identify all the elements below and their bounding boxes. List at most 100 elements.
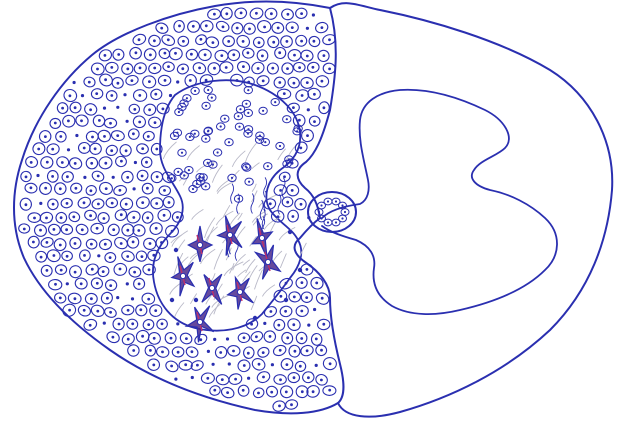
cell-nucleus [247,112,249,114]
stray-dot [39,202,42,205]
glial-nucleus [170,298,174,302]
cell-nucleus [177,171,179,173]
cell-nucleus [205,185,207,187]
stray-dot [307,108,310,111]
stray-dot [174,378,177,381]
cell-nucleus [238,126,240,128]
cell-nucleus [259,139,261,141]
glial-nucleus [174,248,178,252]
stray-dot [228,362,231,365]
stray-dot [307,324,310,327]
ependymal-nucleus [341,217,343,219]
stray-dot [315,364,318,367]
cell-nucleus [194,133,196,135]
cell-nucleus [274,101,276,103]
cell-nucleus [171,177,173,179]
cell-nucleus [245,103,247,105]
cell-nucleus [238,198,240,200]
stray-dot [81,94,84,97]
stray-dot [123,93,126,96]
cell-nucleus [188,169,190,171]
stray-dot [66,282,69,285]
cell-nucleus [194,90,196,92]
ependymal-nucleus [327,221,329,223]
cell-nucleus [248,181,250,183]
cell-nucleus [297,128,299,130]
stray-dot [133,187,136,190]
cell-nucleus [205,105,207,107]
cell-nucleus [205,138,207,140]
cell-nucleus [181,106,183,108]
cell-nucleus [183,174,185,176]
ependymal-nucleus [335,221,337,223]
cell-nucleus [264,141,266,143]
ependymal-nucleus [327,200,329,202]
cell-nucleus [199,176,201,178]
cell-nucleus [217,151,219,153]
cell-nucleus [178,111,180,113]
cell-nucleus [220,125,222,127]
cell-nucleus [207,130,209,132]
cell-nucleus [247,128,249,130]
cell-nucleus [237,115,239,117]
stray-dot [213,338,216,341]
cell-nucleus [174,135,176,137]
stray-dot [226,337,229,340]
stray-dot [134,161,137,164]
stray-dot [212,363,215,366]
ependymal-nucleus [344,211,346,213]
stray-dot [116,296,119,299]
cell-nucleus [262,110,264,112]
cell-nucleus [207,89,209,91]
cell-nucleus [288,158,290,160]
stray-dot [116,106,119,109]
ependymal-nucleus [335,200,337,202]
stray-dot [126,282,129,285]
cell-nucleus [228,141,230,143]
stray-dot [312,13,315,16]
stray-dot [126,120,129,123]
stray-dot [271,363,274,366]
stray-dot [75,134,78,137]
cell-nucleus [192,188,194,190]
stray-dot [103,107,106,110]
stray-dot [263,322,266,325]
cell-nucleus [246,167,248,169]
stray-dot [207,350,210,353]
stray-dot [36,174,39,177]
ependymal-nucleus [341,204,343,206]
cell-nucleus [186,97,188,99]
cell-nucleus [207,162,209,164]
stray-dot [83,176,86,179]
stray-dot [131,297,134,300]
cell-nucleus [189,136,191,138]
cell-nucleus [247,89,249,91]
stray-dot [73,81,76,84]
stray-dot [306,27,309,30]
stray-dot [313,308,316,311]
cell-nucleus [279,145,281,147]
cell-nucleus [286,118,288,120]
cell-nucleus [181,152,183,154]
cell-nucleus [224,118,226,120]
glial-nucleus [288,230,292,234]
stray-dot [67,148,70,151]
stray-dot [169,94,172,97]
stray-dot [176,80,179,83]
cell-nucleus [239,108,241,110]
stray-dot [247,377,250,380]
stray-dot [191,376,194,379]
cell-nucleus [267,165,269,167]
ependymal-nucleus [318,211,320,213]
glial-nucleus [194,298,198,302]
stray-dot [97,254,100,257]
stray-dot [112,176,115,179]
stray-dot [176,322,179,325]
cell-nucleus [231,177,233,179]
cell-nucleus [211,97,213,99]
ependymal-nucleus [320,217,322,219]
ependymal-nucleus [320,204,322,206]
stray-dot [103,322,106,325]
